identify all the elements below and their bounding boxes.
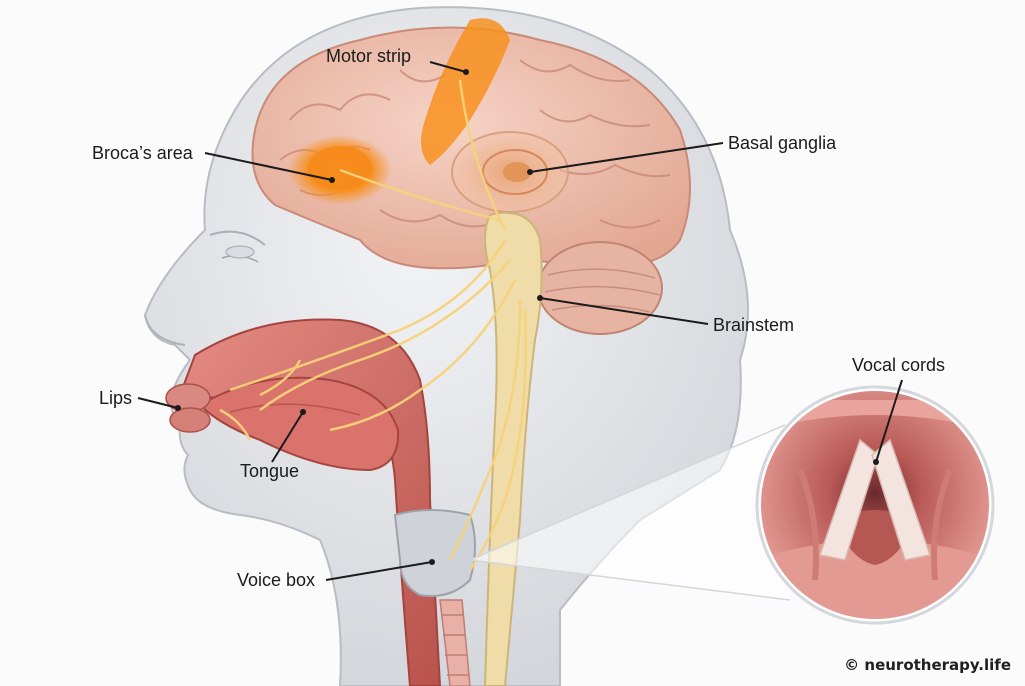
basal-ganglia-highlight: [451, 131, 569, 213]
label-voice-box: Voice box: [237, 570, 316, 590]
label-vocal-cords: Vocal cords: [852, 355, 946, 375]
label-lips: Lips: [99, 388, 133, 408]
vocal-tract: [165, 318, 476, 686]
label-tongue: Tongue: [240, 461, 300, 481]
label-brocas-area: Broca’s area: [92, 143, 193, 163]
nerve-pathways: [219, 79, 528, 571]
copyright-credit: © neurotherapy.life: [844, 656, 1011, 674]
leader-lines: [137, 61, 903, 581]
vocal-cords-inset: [755, 385, 995, 625]
motor-strip-highlight: [421, 18, 510, 165]
label-brainstem: Brainstem: [713, 315, 795, 335]
label-motor-strip: Motor strip: [326, 46, 412, 66]
label-basal-ganglia: Basal ganglia: [728, 133, 837, 153]
zoom-wedge: [470, 425, 790, 600]
